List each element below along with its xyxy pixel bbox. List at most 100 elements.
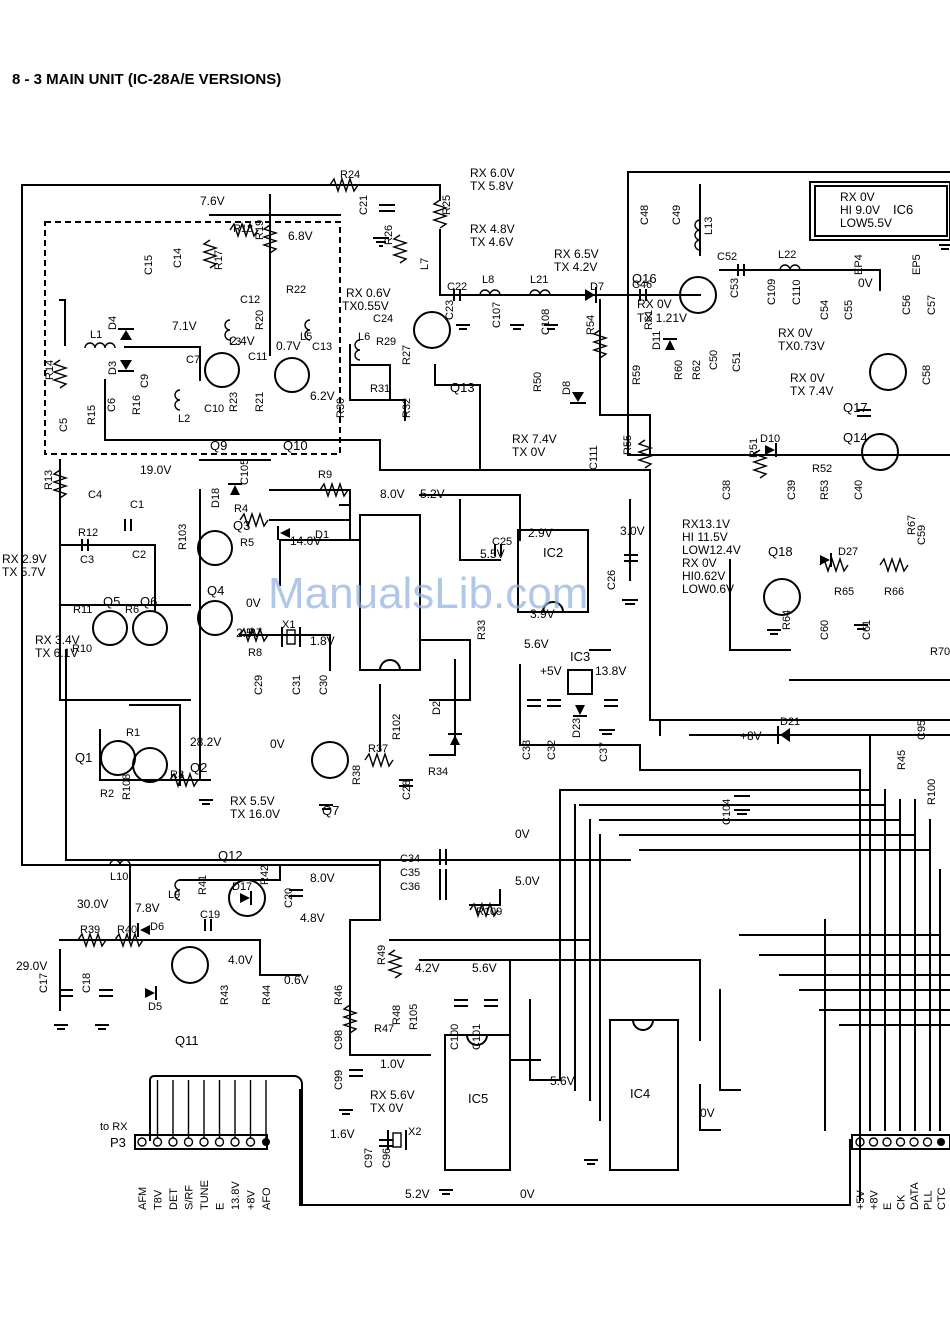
voltage-label: RX 0V (637, 297, 672, 311)
voltage-label: TX0.73V (778, 339, 825, 353)
voltage-label: 2.5V (236, 626, 261, 640)
component-ref: R34 (428, 766, 448, 778)
component-ref: IC2 (543, 545, 563, 560)
component-ref: D23 (571, 718, 583, 738)
p3-pin-label: S/RF (184, 1185, 196, 1210)
component-ref: D11 (651, 331, 663, 350)
voltage-label: RX 0V (778, 326, 813, 340)
voltage-label: LOW12.4V (682, 543, 741, 557)
component-ref: C22 (447, 281, 467, 293)
component-ref: D3 (107, 361, 119, 375)
component-ref: C30 (318, 675, 330, 695)
voltage-label: RX 6.5V (554, 247, 599, 261)
component-ref: R32 (401, 398, 413, 418)
voltage-label: 13.8V (595, 664, 626, 678)
voltage-label: 0V (515, 827, 530, 841)
voltage-label: 5.2V (420, 487, 445, 501)
inductor-symbols (84, 219, 801, 901)
component-ref: R40 (117, 924, 137, 936)
component-ref: L8 (482, 274, 494, 286)
voltage-label: RX 5.6V (370, 1088, 415, 1102)
component-ref: R109 (476, 906, 502, 918)
component-ref: R26 (383, 225, 395, 245)
component-ref: Q14 (843, 430, 868, 445)
component-ref: Q4 (207, 583, 224, 598)
component-ref: C3 (80, 554, 94, 566)
connector-pin (895, 1137, 906, 1147)
component-ref: C14 (172, 248, 184, 268)
component-ref: R51 (748, 438, 760, 458)
p3-pin-label: E (215, 1203, 227, 1210)
connector-pin-label: DATA (909, 1182, 921, 1210)
voltage-label: TX 1.21V (637, 311, 687, 325)
component-ref: Q9 (210, 438, 227, 453)
component-ref: R46 (333, 985, 345, 1005)
connector-pin (909, 1137, 919, 1147)
voltage-label: 1.6V (330, 1127, 355, 1141)
component-ref: Q16 (632, 271, 657, 286)
voltage-label: 29.0V (16, 959, 47, 973)
component-ref: R45 (896, 750, 908, 770)
p3-pin (137, 1137, 147, 1147)
component-ref: R30 (335, 398, 347, 418)
component-ref: C28 (401, 780, 413, 800)
component-ref: R23 (228, 392, 240, 412)
p3-pin (199, 1137, 209, 1147)
component-ref: C48 (639, 205, 651, 225)
component-ref: C101 (471, 1024, 483, 1050)
voltage-label: 7.8V (135, 901, 160, 915)
component-ref: D6 (150, 921, 164, 933)
component-ref: L1 (90, 329, 102, 341)
component-ref: L5 (300, 331, 312, 343)
component-ref: Q3 (233, 518, 250, 533)
connector-pin (922, 1137, 933, 1147)
p3-pin (262, 1138, 270, 1146)
component-ref: R31 (370, 383, 390, 395)
component-ref: C98 (333, 1030, 345, 1050)
component-ref: R5 (240, 537, 254, 549)
p3-note: to RX (100, 1121, 128, 1133)
voltage-label: 5.5V (480, 547, 505, 561)
component-ref: R61 (643, 310, 655, 330)
connector-pin (868, 1137, 879, 1147)
component-ref: R53 (819, 480, 831, 500)
voltage-label: 0V (270, 737, 285, 751)
ground-symbols (54, 237, 950, 1195)
component-ref: C96 (381, 1148, 393, 1168)
p3-pin (152, 1137, 163, 1147)
connector-pin-label: +5V (855, 1189, 867, 1210)
component-ref: C49 (671, 205, 683, 225)
component-ref: R44 (261, 985, 273, 1005)
component-ref: R55 (622, 435, 634, 455)
component-ref: IC3 (570, 649, 590, 664)
p3-pin (230, 1137, 240, 1147)
transistors (92, 276, 907, 984)
component-ref: C36 (400, 881, 420, 893)
component-ref: R3 (170, 769, 184, 781)
component-ref: C110 (791, 280, 803, 305)
connector-pin-label: +8V (869, 1189, 881, 1210)
component-ref: R16 (131, 395, 143, 415)
component-ref: R47 (374, 1023, 394, 1035)
component-ref: L13 (703, 217, 715, 235)
component-ref: L7 (419, 258, 431, 270)
voltage-label: 8.0V (380, 487, 405, 501)
component-ref: C99 (333, 1070, 345, 1090)
component-ref: C13 (312, 341, 332, 353)
voltage-label: TX 16.0V (230, 807, 280, 821)
voltage-label: RX 2.9V (2, 552, 47, 566)
voltage-label: 28.2V (190, 735, 221, 749)
component-ref: C26 (606, 570, 618, 590)
component-ref: C60 (819, 620, 831, 640)
component-ref: R43 (219, 985, 231, 1005)
voltage-label: 0V (246, 596, 261, 610)
component-ref: C15 (143, 255, 155, 275)
voltage-label: 8.0V (310, 871, 335, 885)
component-ref: C56 (901, 295, 913, 315)
component-ref: C39 (786, 480, 798, 500)
component-ref: Q12 (218, 848, 243, 863)
component-ref: R41 (197, 875, 209, 895)
component-ref: R105 (408, 1004, 420, 1030)
